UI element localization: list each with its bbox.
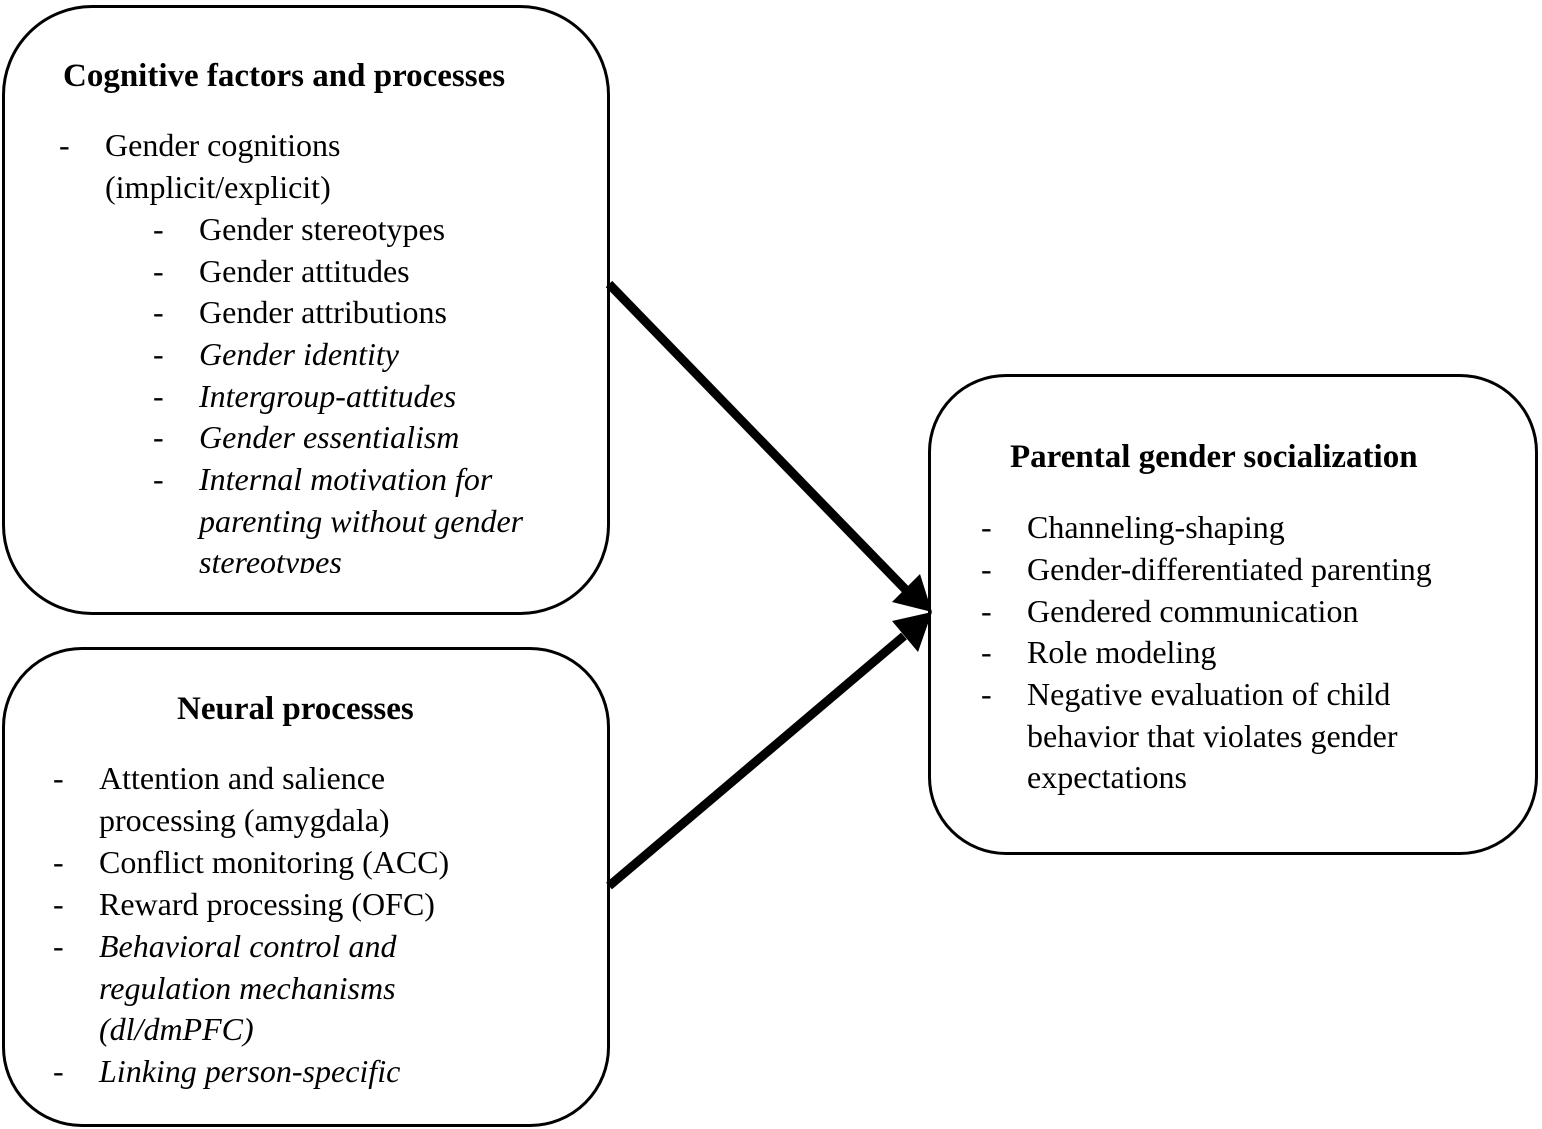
neural-item-behavioral-control: - Behavioral control and regulation mech…	[53, 926, 453, 1051]
list-item-text: Attention and salience processing (amygd…	[99, 760, 390, 838]
list-item-text: Gender identity	[199, 336, 399, 372]
list-dash: -	[53, 844, 64, 880]
list-dash: -	[153, 378, 164, 414]
arrow-neural-to-parental	[606, 612, 932, 890]
neural-processes-box: Neural processes - Attention and salienc…	[2, 647, 610, 1127]
parental-gender-socialization-title: Parental gender socialization	[1010, 439, 1418, 475]
list-item-text: Channeling-shaping	[1027, 509, 1285, 545]
list-item-text: Linking person-specific	[99, 1053, 401, 1089]
list-dash: -	[153, 336, 164, 372]
list-item-text: Gendered communication	[1027, 593, 1359, 629]
neural-processes-title: Neural processes	[177, 691, 414, 727]
parental-item-gendered-communication: - Gendered communication	[981, 591, 1521, 633]
cognitive-item-intergroup-attitudes: - Intergroup-attitudes	[153, 376, 573, 418]
list-dash: -	[981, 593, 992, 629]
parental-gender-socialization-box: Parental gender socialization - Channeli…	[928, 374, 1538, 855]
neural-item-attention: - Attention and salience processing (amy…	[53, 758, 413, 841]
list-item-text: Gender attributions	[199, 294, 447, 330]
list-item-text: Gender-differentiated parenting	[1027, 551, 1432, 587]
cognitive-factors-box: Cognitive factors and processes - Gender…	[2, 5, 610, 615]
list-dash: -	[153, 211, 164, 247]
list-item-text: Gender essentialism	[199, 419, 460, 455]
list-item-text: Negative evaluation of child behavior th…	[1027, 676, 1398, 796]
cognitive-item-gender-stereotypes: - Gender stereotypes	[153, 209, 573, 251]
list-dash: -	[59, 127, 70, 163]
list-dash: -	[153, 419, 164, 455]
list-item-text: Gender attitudes	[199, 253, 410, 289]
list-dash: -	[153, 461, 164, 497]
cognitive-item-internal-motivation: - Internal motivation for parenting with…	[153, 459, 553, 573]
list-dash: -	[53, 760, 64, 796]
neural-item-reward-processing: - Reward processing (OFC)	[53, 884, 553, 926]
cognitive-item-gender-identity: - Gender identity	[153, 334, 573, 376]
list-dash: -	[981, 634, 992, 670]
parental-item-negative-evaluation: - Negative evaluation of child behavior …	[981, 674, 1461, 799]
list-item-text: Gender cognitions (implicit/explicit)	[105, 127, 341, 205]
list-dash: -	[153, 294, 164, 330]
list-item-text: Behavioral control and regulation mechan…	[99, 928, 397, 1048]
parental-item-gender-differentiated-parenting: - Gender-differentiated parenting	[981, 549, 1521, 591]
list-dash: -	[981, 551, 992, 587]
cognitive-item-gender-essentialism: - Gender essentialism	[153, 417, 573, 459]
list-dash: -	[981, 676, 992, 712]
list-item-text: Reward processing (OFC)	[99, 886, 435, 922]
cognitive-factors-title: Cognitive factors and processes	[63, 58, 506, 94]
list-item-text: Conflict monitoring (ACC)	[99, 844, 450, 880]
list-item-text: Gender stereotypes	[199, 211, 446, 247]
list-dash: -	[153, 253, 164, 289]
list-dash: -	[53, 928, 64, 964]
cognitive-item-gender-attitudes: - Gender attitudes	[153, 251, 573, 293]
list-item-text: Intergroup-attitudes	[199, 378, 457, 414]
neural-item-conflict-monitoring: - Conflict monitoring (ACC)	[53, 842, 553, 884]
list-item-text: Internal motivation for parenting withou…	[199, 461, 524, 573]
arrow-cognitive-to-parental	[605, 280, 932, 612]
parental-item-role-modeling: - Role modeling	[981, 632, 1521, 674]
list-dash: -	[53, 886, 64, 922]
neural-item-linking-person-specific: - Linking person-specific	[53, 1051, 553, 1093]
cognitive-item-gender-cognitions: - Gender cognitions (implicit/explicit)	[59, 125, 389, 208]
list-dash: -	[981, 509, 992, 545]
list-item-text: Role modeling	[1027, 634, 1217, 670]
cognitive-item-gender-attributions: - Gender attributions	[153, 292, 573, 334]
parental-item-channeling-shaping: - Channeling-shaping	[981, 507, 1521, 549]
list-dash: -	[53, 1053, 64, 1089]
